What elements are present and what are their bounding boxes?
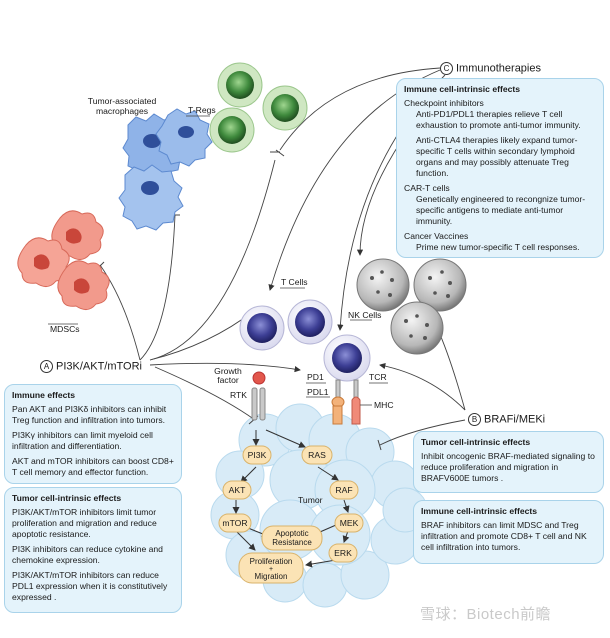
braf-immune-text: BRAF inhibitors can limit MDSC and Treg …: [421, 520, 587, 552]
node-mek: MEK: [340, 518, 359, 528]
nk-cells: [356, 258, 467, 355]
tcr-label: TCR: [369, 372, 387, 382]
cart-text: Genetically engineered to recongnize tum…: [416, 194, 586, 226]
pi3k-immune-text-3: AKT and mTOR inhibitors can boost CD8+ T…: [12, 456, 174, 477]
pi3k-immune-effects-box: Immune effects Pan AKT and PI3Kδ inhibit…: [4, 384, 182, 484]
node-raf: RAF: [335, 485, 352, 495]
pi3k-tumor-effects-box: Tumor cell-intrinsic effects PI3K/AKT/mT…: [4, 487, 182, 613]
checkpoint-text-1: Anti-PD1/PDL1 therapies relieve T cell e…: [416, 109, 581, 130]
treg-cells: [209, 62, 308, 153]
immunotherapies-title: Immunotherapies: [456, 62, 541, 75]
node-prolif-line3: Migration: [255, 572, 288, 581]
pi3k-immune-text-1: Pan AKT and PI3Kδ inhibitors can inhibit…: [12, 404, 167, 425]
pi3k-tumor-text-2: PI3K inhibitors can reduce cytokine and …: [12, 544, 163, 565]
section-letter-b: B: [468, 413, 481, 426]
leader-lines: [48, 115, 388, 406]
node-pi3k: PI3K: [248, 450, 267, 460]
tam-label-line2: macrophages: [96, 106, 148, 116]
pi3k-tumor-text-3: PI3K/AKT/mTOR inhibitors can reduce PDL1…: [12, 570, 168, 602]
vaccines-text: Prime new tumor-specific T cell response…: [416, 242, 580, 252]
immuno-box-heading: Immune cell-intrinsic effects: [404, 84, 521, 94]
section-letter-a: A: [40, 360, 53, 373]
braf-tumor-heading: Tumor cell-intrinsic effects: [421, 437, 531, 447]
pi3k-immune-text-2: PI3Kγ inhibitors can limit myeloid cell …: [12, 430, 153, 451]
tam-label-line1: Tumor-associated: [88, 96, 157, 106]
checkpoint-title: Checkpoint inhibitors: [404, 98, 484, 108]
node-ras: RAS: [308, 450, 326, 460]
pi3k-tumor-text-1: PI3K/AKT/mTOR inhibitors limit tumor pro…: [12, 507, 157, 539]
macrophages: [118, 108, 213, 231]
watermark-text: 雪球：Biotech前瞻: [420, 606, 552, 623]
nkcells-label: NK Cells: [348, 310, 381, 320]
braf-immune-heading: Immune cell-intrinsic effects: [421, 506, 538, 516]
growth-factor-label-line2: factor: [217, 375, 239, 385]
immunotherapies-box: Immune cell-intrinsic effects Checkpoint…: [396, 78, 604, 258]
t-cells: [239, 299, 371, 382]
treg-label: T-Regs: [188, 105, 216, 115]
cart-title: CAR-T cells: [404, 183, 450, 193]
node-apoptotic-line1: Apoptotic: [275, 529, 308, 538]
braf-tumor-text: Inhibit oncogenic BRAF-mediated signalin…: [421, 451, 595, 483]
node-prolif-line2: +: [269, 566, 273, 573]
pathway-node-pills: [218, 445, 364, 584]
vaccines-title: Cancer Vaccines: [404, 231, 469, 241]
node-apoptotic-line2: Resistance: [272, 538, 312, 547]
mdsc-cells: [17, 210, 110, 310]
node-mtor: mTOR: [222, 518, 247, 528]
checkpoint-text-2: Anti-CTLA4 therapies likely expand tumor…: [416, 135, 578, 178]
node-akt: AKT: [229, 485, 246, 495]
braf-tumor-effects-box: Tumor cell-intrinsic effects Inhibit onc…: [413, 431, 604, 493]
node-erk: ERK: [334, 548, 352, 558]
receptors: [251, 371, 361, 425]
section-letter-c: C: [440, 62, 453, 75]
pdl1-label: PDL1: [307, 387, 329, 397]
node-prolif-line1: Proliferation: [250, 557, 293, 566]
rtk-label: RTK: [230, 390, 247, 400]
pi3k-title: PI3K/AKT/mTORi: [56, 360, 142, 373]
pd1-label: PD1: [307, 372, 324, 382]
pi3k-tumor-heading: Tumor cell-intrinsic effects: [12, 493, 122, 503]
pi3k-immune-heading: Immune effects: [12, 390, 76, 400]
growth-factor-label-line1: Growth: [214, 366, 242, 376]
mhc-label: MHC: [374, 400, 394, 410]
braf-title: BRAFi/MEKi: [484, 413, 546, 426]
braf-immune-effects-box: Immune cell-intrinsic effects BRAF inhib…: [413, 500, 604, 564]
mdsc-label: MDSCs: [50, 324, 80, 334]
tcells-label: T Cells: [281, 277, 308, 287]
tumor-label: Tumor: [298, 495, 323, 505]
pathway-arrows: [232, 429, 350, 568]
